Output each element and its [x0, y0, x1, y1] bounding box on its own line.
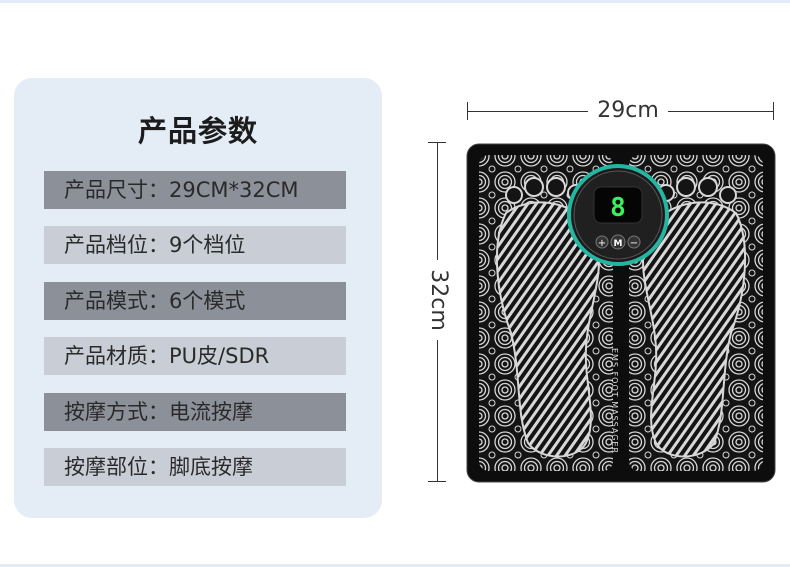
spec-title: 产品参数 [137, 114, 258, 148]
height-dim-label: 32cm [423, 260, 453, 340]
spec-row-size: 产品尺寸：29CM*32CM [44, 171, 346, 209]
spec-row-value: 脚底按摩 [169, 455, 253, 479]
controller-plus-label: + [598, 238, 606, 249]
spec-row-modes: 产品模式：6个模式 [44, 282, 346, 320]
controller-display-digit: 8 [610, 193, 626, 223]
spec-row-value: 29CM*32CM [169, 178, 299, 202]
spec-row-label: 产品模式： [64, 289, 169, 313]
spec-row-area: 按摩部位：脚底按摩 [44, 448, 346, 486]
height-dim-tick-bottom [428, 481, 446, 482]
spec-row-label: 按摩方式： [64, 400, 169, 424]
spec-row-material: 产品材质：PU皮/SDR [44, 337, 346, 375]
controller: 8 + M − [567, 164, 669, 266]
spec-row-label: 产品尺寸： [64, 178, 169, 202]
bottom-border [0, 564, 790, 567]
spec-row-value: 电流按摩 [169, 400, 253, 424]
spec-row-label: 按摩部位： [64, 455, 169, 479]
product-image: EMS FOOT MASSAGER 8 + M − [466, 143, 776, 483]
spec-row-method: 按摩方式：电流按摩 [44, 393, 346, 431]
spec-card: 产品参数 产品尺寸：29CM*32CM 产品档位：9个档位 产品模式：6个模式 … [14, 78, 382, 518]
top-border [0, 0, 790, 3]
spec-row-levels: 产品档位：9个档位 [44, 226, 346, 264]
foot-massager-mat: EMS FOOT MASSAGER 8 + M − [466, 143, 776, 483]
spec-row-value: 6个模式 [169, 289, 246, 313]
spec-row-label: 产品材质： [64, 344, 169, 368]
spec-row-label: 产品档位： [64, 233, 169, 257]
side-text: EMS FOOT MASSAGER [610, 348, 619, 454]
controller-minus-label: − [630, 238, 638, 249]
width-dim-tick-right [773, 102, 774, 120]
width-dim-label: 29cm [588, 98, 668, 123]
spec-row-value: PU皮/SDR [169, 344, 270, 368]
controller-mode-label: M [614, 239, 623, 249]
spec-row-value: 9个档位 [169, 233, 246, 257]
